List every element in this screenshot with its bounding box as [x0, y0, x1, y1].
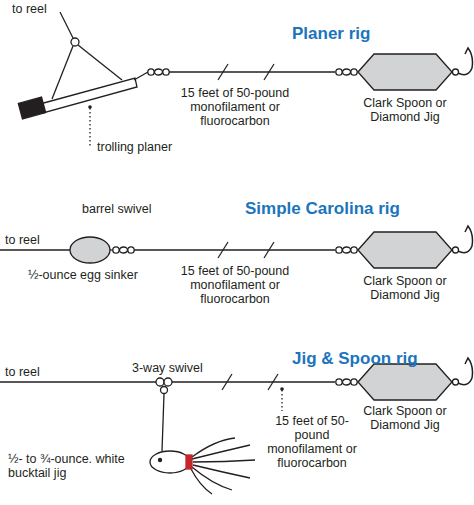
part-label: 15 feet of 50-pound monofilament or fluo…: [170, 86, 300, 128]
part-label: Clark Spoon or Diamond Jig: [357, 96, 453, 124]
part-label: ½-ounce egg sinker: [28, 268, 138, 282]
rig-title: Jig & Spoon rig: [292, 349, 418, 369]
part-label: 15 feet of 50-pound monofilament or fluo…: [264, 414, 360, 470]
part-label: to reel: [5, 365, 40, 379]
part-label: barrel swivel: [82, 202, 151, 216]
part-label: to reel: [5, 233, 40, 247]
part-label: trolling planer: [97, 140, 172, 154]
rig-title: Simple Carolina rig: [245, 199, 400, 219]
part-label: Clark Spoon or Diamond Jig: [357, 274, 453, 302]
part-label: 15 feet of 50-pound monofilament or fluo…: [170, 264, 300, 306]
part-label: 3-way swivel: [132, 361, 203, 375]
part-label: to reel: [12, 2, 47, 16]
rig-title: Planer rig: [292, 24, 370, 44]
part-label: Clark Spoon or Diamond Jig: [358, 404, 452, 432]
part-label: ½- to ¾-ounce. white bucktail jig: [8, 452, 143, 480]
